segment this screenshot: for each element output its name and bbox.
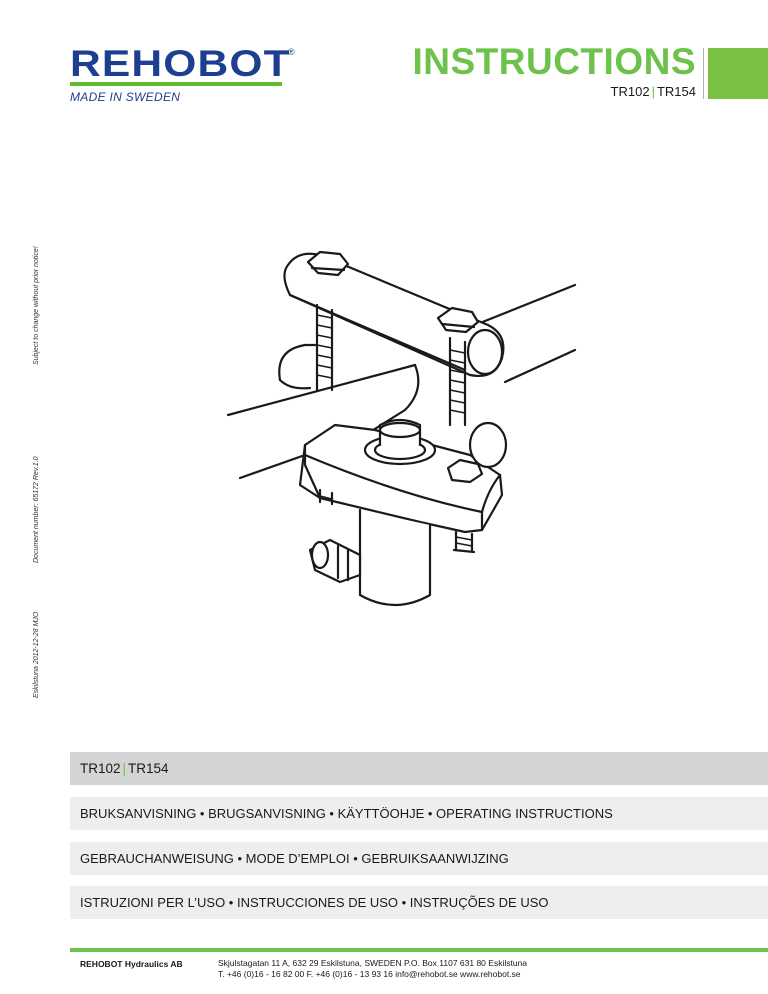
- languages-band-3: ISTRUZIONI PER L’USO • INSTRUCCIONES DE …: [70, 886, 768, 919]
- model-separator: |: [651, 84, 655, 99]
- footer-address: Skjulstagatan 11 A, 632 29 Eskilstuna, S…: [218, 958, 527, 980]
- footer-address-line-2: T. +46 (0)16 - 16 82 00 F. +46 (0)16 - 1…: [218, 969, 521, 979]
- green-accent-block: [708, 48, 768, 99]
- header-divider: [703, 48, 704, 99]
- logo-wordmark: REHOBOT: [70, 43, 291, 84]
- made-in-sweden-tagline: MADE IN SWEDEN: [70, 90, 181, 104]
- side-note-date: Eskilstuna 2012-12-28 MJO: [33, 611, 40, 698]
- side-note-document-number: Document number: 65172 Rev.1.0: [33, 456, 40, 564]
- side-note-disclaimer: Subject to change without prior notice!: [33, 246, 40, 365]
- product-illustration: [226, 250, 577, 606]
- band-model-tr102: TR102: [80, 761, 121, 776]
- logo-underline: [70, 82, 282, 86]
- languages-band-2: GEBRAUCHANWEISUNG • MODE D’EMPLOI • GEBR…: [70, 842, 768, 875]
- band-model-separator: |: [122, 761, 127, 776]
- footer-company-name: REHOBOT Hydraulics AB: [80, 959, 183, 969]
- model-tr154: TR154: [656, 84, 696, 99]
- footer-address-line-1: Skjulstagatan 11 A, 632 29 Eskilstuna, S…: [218, 958, 528, 968]
- header-models: TR102|TR154: [611, 84, 696, 99]
- rehobot-logo: REHOBOT ®: [70, 43, 296, 86]
- footer-rule: [70, 948, 768, 952]
- page-title: INSTRUCTIONS: [412, 41, 696, 82]
- languages-band-1: BRUKSANVISNING • BRUGSANVISNING • KÄYTTÖ…: [70, 797, 768, 830]
- registered-mark: ®: [288, 47, 295, 57]
- model-tr102: TR102: [610, 84, 650, 99]
- models-band: TR102|TR154: [70, 752, 768, 785]
- band-model-tr154: TR154: [128, 761, 169, 776]
